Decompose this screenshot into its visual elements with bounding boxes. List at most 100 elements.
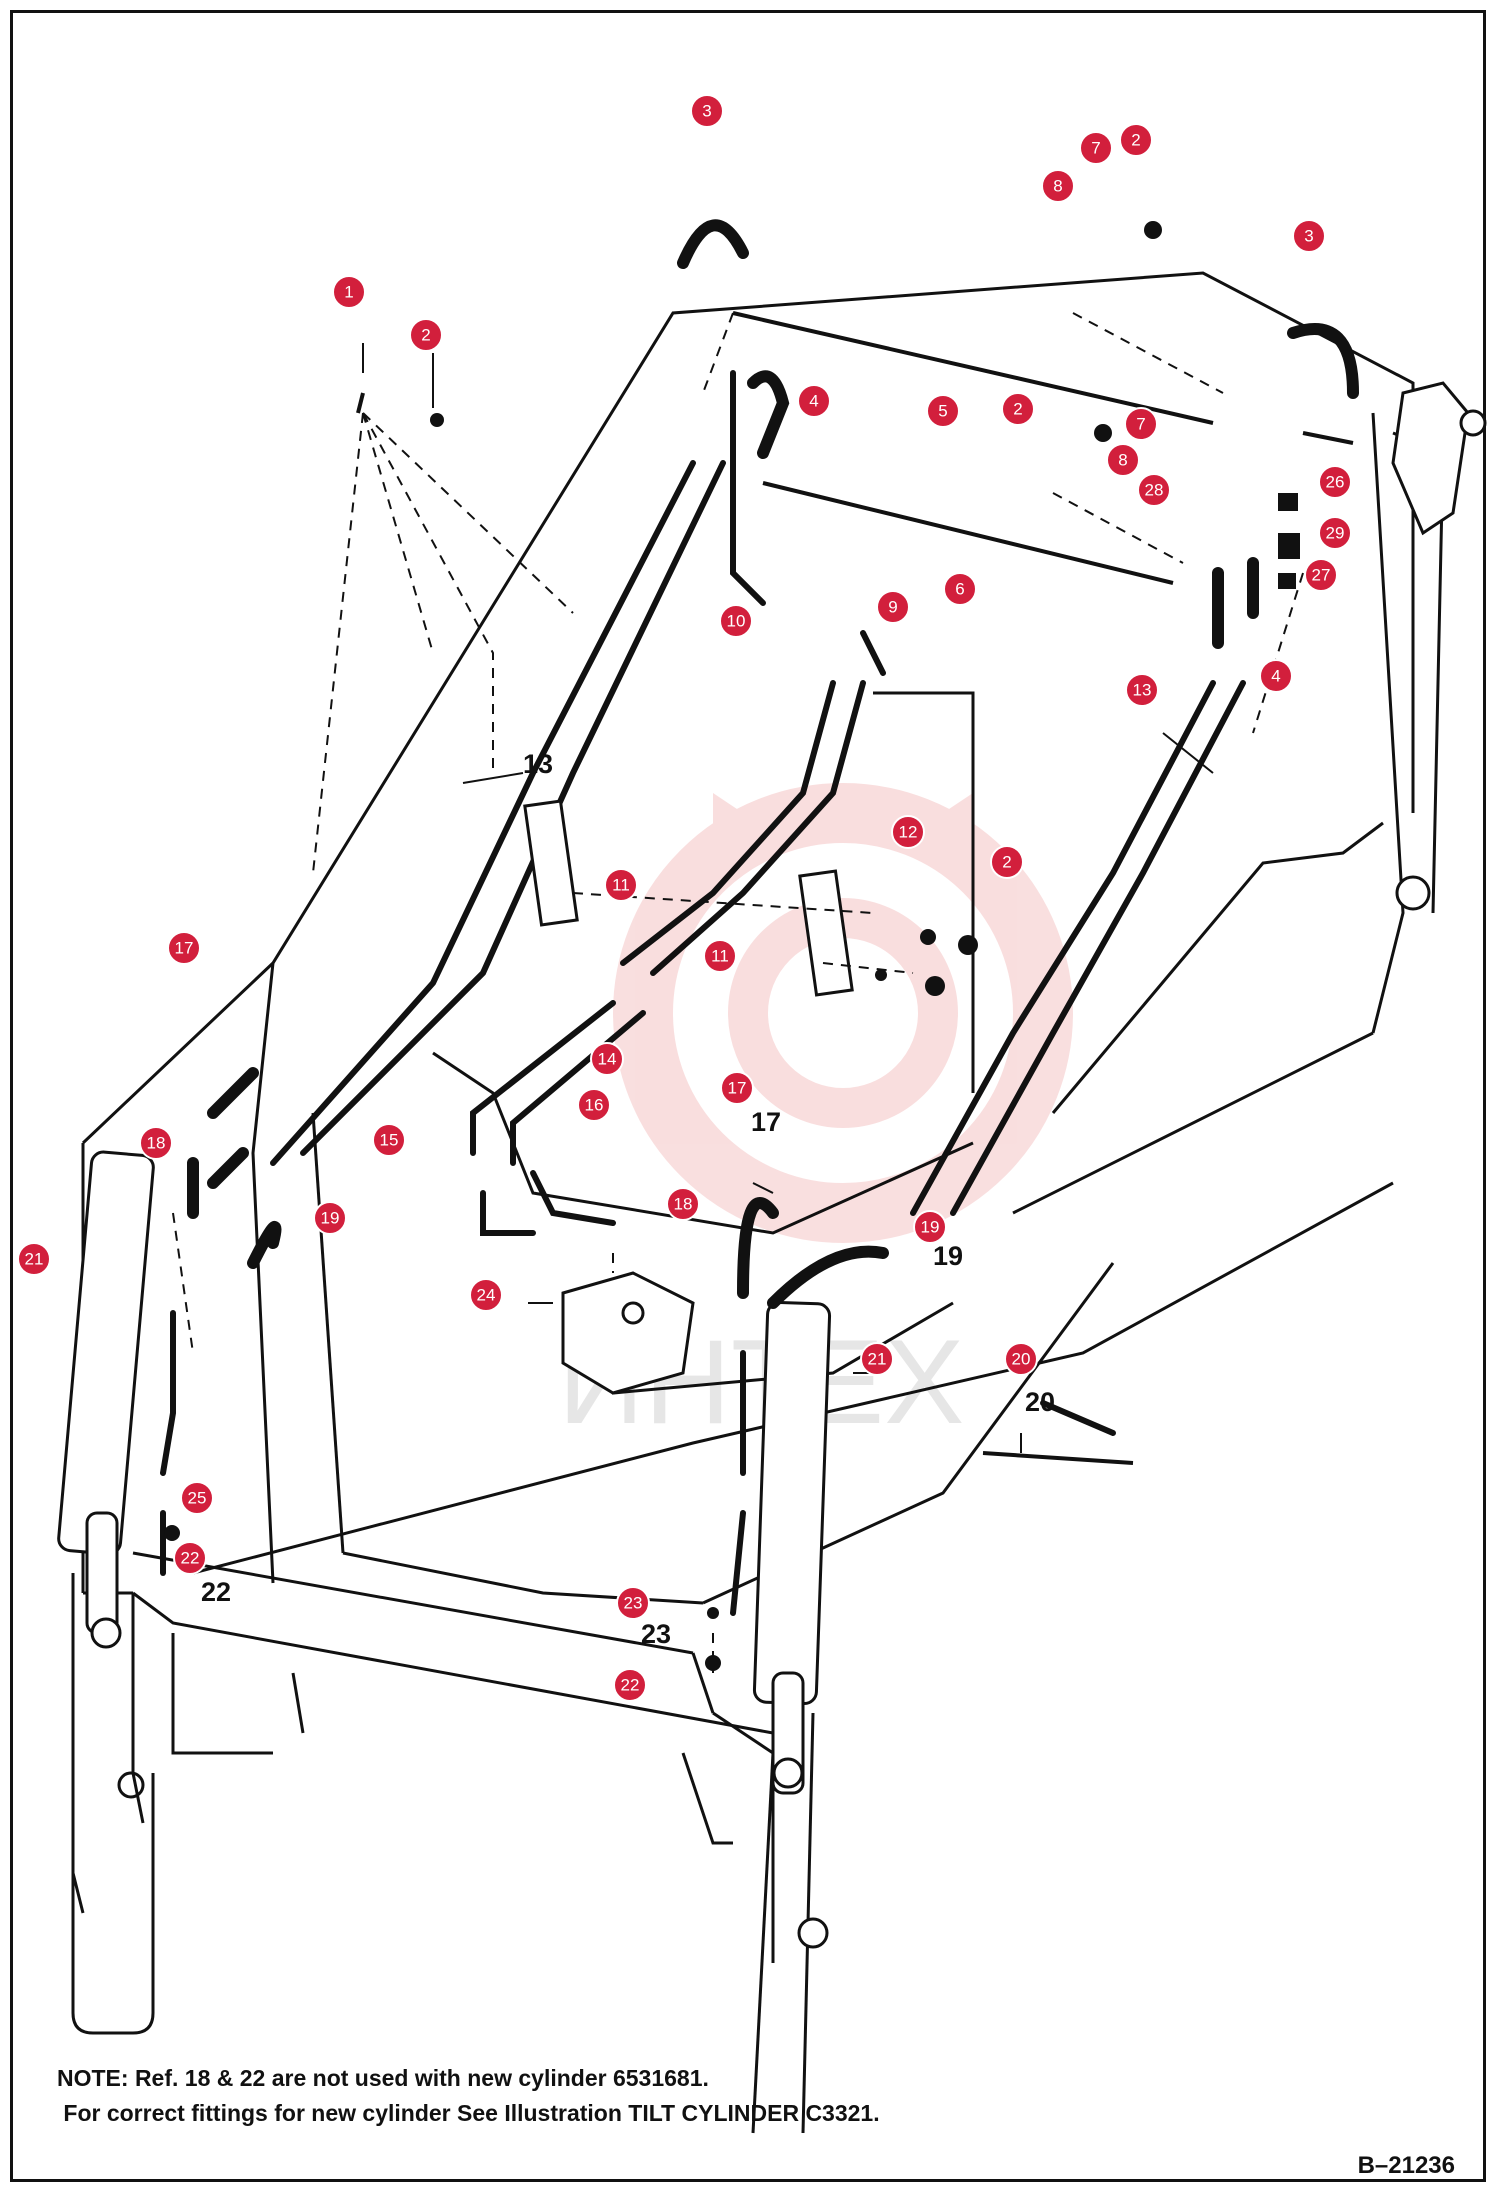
svg-text:9: 9: [888, 598, 897, 617]
callout-19: 19: [313, 1201, 347, 1235]
svg-text:18: 18: [147, 1134, 166, 1153]
callout-3: 3: [1292, 219, 1326, 253]
svg-text:2: 2: [1013, 400, 1022, 419]
svg-text:3: 3: [702, 102, 711, 121]
svg-text:2: 2: [1131, 131, 1140, 150]
svg-text:28: 28: [1145, 481, 1164, 500]
svg-text:8: 8: [1118, 451, 1127, 470]
svg-text:1: 1: [344, 283, 353, 302]
svg-text:17: 17: [175, 939, 194, 958]
svg-text:10: 10: [727, 612, 746, 631]
svg-text:21: 21: [25, 1250, 44, 1269]
callout-13: 13: [1125, 673, 1159, 707]
svg-text:2: 2: [1002, 853, 1011, 872]
callout-1: 1: [332, 275, 366, 309]
svg-text:27: 27: [1312, 566, 1331, 585]
svg-text:16: 16: [585, 1096, 604, 1115]
label-22: 22: [201, 1577, 231, 1607]
callout-7: 7: [1124, 407, 1158, 441]
callout-4: 4: [1259, 659, 1293, 693]
callout-29: 29: [1318, 516, 1352, 550]
svg-text:7: 7: [1091, 139, 1100, 158]
svg-text:18: 18: [674, 1195, 693, 1214]
tower-upright: [1391, 381, 1487, 911]
callout-10: 10: [719, 604, 753, 638]
left-lift-arm: [71, 1573, 155, 2035]
svg-text:3: 3: [1304, 227, 1313, 246]
callout-2: 2: [409, 318, 443, 352]
control-valve: [561, 1271, 695, 1395]
svg-text:19: 19: [321, 1209, 340, 1228]
callout-18: 18: [139, 1126, 173, 1160]
manifold-blocks: [523, 799, 854, 997]
svg-text:29: 29: [1326, 524, 1345, 543]
callout-markers: 1 2 3 2 7 8 3 4 5 2 7 8 28 26 29 27 6 9 …: [17, 94, 1352, 1702]
callout-22: 22: [613, 1668, 647, 1702]
callout-2: 2: [1119, 123, 1153, 157]
callout-8: 8: [1041, 169, 1075, 203]
label-20: 20: [1025, 1387, 1055, 1417]
callout-23: 23: [616, 1586, 650, 1620]
callout-22: 22: [173, 1541, 207, 1575]
illustration-frame: ИНТЕХ: [10, 10, 1487, 2182]
watermark-logo: [613, 783, 1073, 1243]
callout-21: 21: [17, 1242, 51, 1276]
svg-text:20: 20: [1012, 1350, 1031, 1369]
svg-text:22: 22: [621, 1676, 640, 1695]
svg-text:22: 22: [181, 1549, 200, 1568]
callout-11: 11: [604, 868, 638, 902]
callout-2: 2: [990, 845, 1024, 879]
label-19: 19: [933, 1241, 963, 1271]
svg-text:4: 4: [809, 392, 818, 411]
note-line-1: NOTE: Ref. 18 & 22 are not used with new…: [57, 2065, 709, 2091]
left-tilt-cylinder: [57, 1150, 155, 1649]
svg-text:13: 13: [1133, 681, 1152, 700]
callout-25: 25: [180, 1481, 214, 1515]
fittings: [164, 221, 1300, 1671]
svg-text:23: 23: [624, 1594, 643, 1613]
svg-text:12: 12: [899, 823, 918, 842]
svg-text:4: 4: [1271, 667, 1280, 686]
callout-27: 27: [1304, 558, 1338, 592]
right-tilt-cylinder: [752, 1300, 832, 1949]
callout-6: 6: [943, 572, 977, 606]
retaining-pins: [356, 311, 1354, 1465]
callout-18: 18: [666, 1187, 700, 1221]
svg-text:6: 6: [955, 580, 964, 599]
callout-21: 21: [860, 1342, 894, 1376]
svg-text:2: 2: [421, 326, 430, 345]
label-13: 13: [523, 749, 553, 779]
hydraulic-tubes: [160, 370, 1246, 1616]
svg-text:11: 11: [612, 876, 630, 895]
callout-19: 19: [913, 1210, 947, 1244]
callout-3: 3: [690, 94, 724, 128]
svg-text:8: 8: [1053, 177, 1062, 196]
svg-text:25: 25: [188, 1489, 207, 1508]
label-23: 23: [641, 1619, 671, 1649]
callout-4: 4: [797, 384, 831, 418]
callout-26: 26: [1318, 465, 1352, 499]
document-number: B–21236: [1357, 2152, 1455, 2179]
callout-14: 14: [590, 1042, 624, 1076]
callout-16: 16: [577, 1088, 611, 1122]
callout-17: 17: [720, 1071, 754, 1105]
callout-28: 28: [1137, 473, 1171, 507]
svg-text:26: 26: [1326, 473, 1345, 492]
callout-20: 20: [1004, 1342, 1038, 1376]
svg-text:21: 21: [868, 1350, 887, 1369]
parts-diagram: ИНТЕХ: [17, 94, 1487, 2134]
label-17: 17: [751, 1107, 781, 1137]
svg-text:17: 17: [728, 1079, 747, 1098]
printed-labels: 13 17 19 20 22 23: [201, 749, 1055, 1649]
svg-text:11: 11: [711, 947, 729, 966]
callout-2: 2: [1001, 392, 1035, 426]
callout-5: 5: [926, 394, 960, 428]
svg-text:15: 15: [380, 1131, 399, 1150]
svg-text:7: 7: [1136, 415, 1145, 434]
svg-text:19: 19: [921, 1218, 940, 1237]
hoses: [187, 219, 1359, 1309]
leader-lines: [162, 312, 1304, 1673]
callout-7: 7: [1079, 131, 1113, 165]
callout-11: 11: [703, 939, 737, 973]
callout-17: 17: [167, 931, 201, 965]
